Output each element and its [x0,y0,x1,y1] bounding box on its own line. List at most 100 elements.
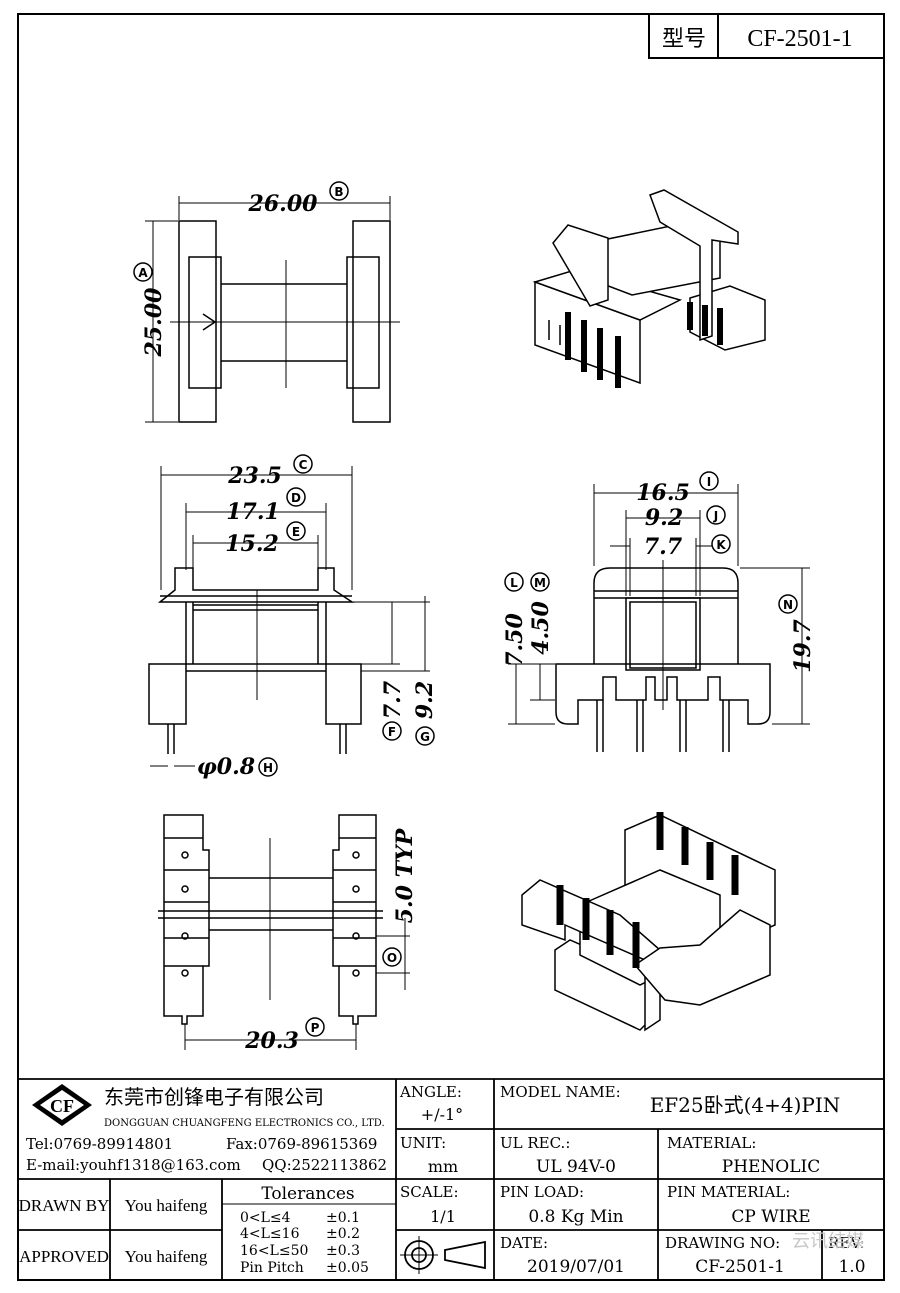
marker-i: I [699,471,719,491]
iso-view-lower [521,812,776,1032]
scale-label: SCALE: [400,1183,459,1201]
pin-load-label: PIN LOAD: [500,1183,584,1201]
svg-text:N: N [783,598,793,612]
marker-a: A [133,262,153,282]
tol-val-1: ±0.1 [326,1210,360,1226]
marker-b: B [329,181,349,201]
svg-text:I: I [707,475,711,489]
marker-o: O [382,947,402,967]
angle-value: +/-1° [421,1105,463,1124]
drawing-no-label: DRAWING NO: [665,1234,780,1252]
svg-text:P: P [311,1021,320,1035]
marker-g: G [415,726,435,746]
model-label: MODEL NAME: [500,1083,621,1101]
rev-value: 1.0 [838,1257,865,1277]
svg-text:O: O [387,951,397,965]
dim-e: 15.2 [225,531,279,557]
marker-j: J [706,505,726,525]
tol-val-3: ±0.3 [326,1243,360,1259]
company-qq: QQ:2522113862 [262,1156,387,1174]
dim-n: 19.7 [790,619,816,673]
date-label: DATE: [500,1234,548,1252]
company-tel: Tel:0769-89914801 [26,1135,173,1153]
tolerances-title: Tolerances [261,1184,354,1204]
unit-label: UNIT: [400,1134,446,1152]
svg-text:D: D [291,491,301,505]
marker-h: H [258,757,278,777]
dim-c: 23.5 [227,463,282,489]
svg-text:H: H [263,761,273,775]
tol-val-2: ±0.2 [326,1226,360,1242]
approved-label: APPROVED [19,1247,109,1266]
dim-g: 9.2 [412,681,438,719]
dim-i: 16.5 [636,480,690,506]
marker-m: M [530,572,550,592]
side-view [508,484,810,752]
company-name-cn: 东莞市创锋电子有限公司 [104,1085,324,1109]
header-box: 型号 CF-2501-1 [648,13,885,59]
marker-p: P [305,1017,325,1037]
dim-pin-pitch-typ: 5.0 TYP [392,827,418,923]
iso-view-upper [532,189,766,388]
watermark: 云讯结媒 [792,1231,864,1252]
svg-text:F: F [388,725,396,739]
bottom-view [158,814,410,1050]
title-block [18,1078,884,1280]
material-label: MATERIAL: [667,1134,756,1152]
dim-overall-width: 26.00 [248,191,319,217]
svg-text:J: J [713,509,718,523]
marker-e: E [286,521,306,541]
top-view [145,196,400,423]
pin-material-label: PIN MATERIAL: [667,1183,790,1201]
svg-text:CF: CF [50,1096,74,1116]
ul-value: UL 94V-0 [536,1157,616,1177]
marker-k: K [711,534,731,554]
header-part-number: CF-2501-1 [747,26,852,52]
front-view [148,466,430,767]
company-name-en: DONGGUAN CHUANGFENG ELECTRONICS CO., LTD… [104,1118,385,1129]
angle-label: ANGLE: [399,1083,462,1101]
drawing-no-value: CF-2501-1 [695,1257,785,1277]
pin-material-value: CP WIRE [731,1207,810,1227]
drawn-by-value: You haifeng [125,1196,208,1215]
marker-l: L [504,572,524,592]
approved-value: You haifeng [125,1247,208,1266]
dim-l: 7.50 [502,613,528,667]
dim-j: 9.2 [645,505,683,531]
rev-label: REV: [828,1234,865,1252]
svg-text:M: M [534,576,546,590]
pin-load-value: 0.8 Kg Min [528,1207,623,1227]
tol-val-4: ±0.05 [326,1260,369,1276]
scale-value: 1/1 [430,1207,456,1226]
tol-range-3: 16<L≤50 [240,1243,308,1259]
sheet-border [17,13,885,1281]
dim-m: 4.50 [528,601,554,655]
svg-text:B: B [334,185,343,199]
tol-range-4: Pin Pitch [240,1260,304,1276]
dim-overall-height: 25.00 [141,287,167,358]
header-label: 型号 [662,27,706,52]
marker-f: F [382,721,402,741]
marker-d: D [286,487,306,507]
dim-f: 7.7 [380,680,406,719]
material-value: PHENOLIC [722,1157,821,1177]
dim-k: 7.7 [644,534,683,560]
svg-text:E: E [292,525,300,539]
svg-text:C: C [299,458,308,472]
svg-text:G: G [420,730,430,744]
company-email: E-mail:youhf1318@163.com [26,1156,241,1174]
dim-h: φ0.8 [197,754,255,780]
dim-d: 17.1 [226,499,280,525]
svg-text:K: K [716,538,726,552]
unit-value: mm [428,1157,458,1176]
marker-n: N [778,594,798,614]
company-fax: Fax:0769-89615369 [226,1135,377,1153]
tol-range-1: 0<L≤4 [240,1210,291,1226]
ul-label: UL REC.: [500,1134,570,1152]
svg-text:L: L [510,576,518,590]
dim-p: 20.3 [244,1028,299,1054]
date-value: 2019/07/01 [527,1257,625,1277]
drawn-by-label: DRAWN BY [19,1196,110,1215]
marker-c: C [293,454,313,474]
